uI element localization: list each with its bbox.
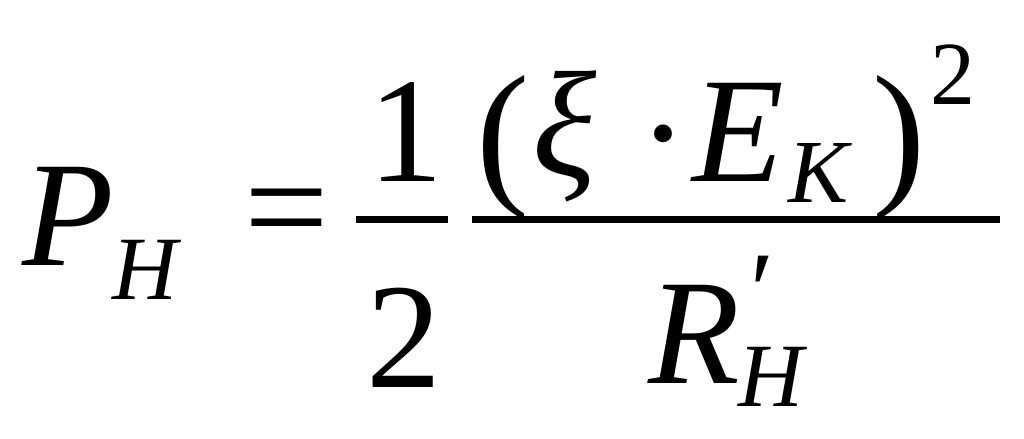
r-prime-mark: ′: [750, 230, 775, 352]
r-symbol: R: [648, 250, 740, 416]
close-parenthesis: ): [872, 43, 926, 221]
fraction-one-bar: [356, 216, 448, 223]
fraction-one-numerator: 1: [368, 48, 443, 214]
equals-sign: =: [244, 124, 329, 290]
e-symbol: E: [692, 48, 784, 214]
lhs-symbol: P: [22, 132, 114, 298]
xi-symbol: ξ: [532, 42, 597, 208]
lhs-subscript: H: [112, 220, 177, 319]
open-parenthesis: (: [476, 43, 530, 221]
e-subscript: K: [788, 123, 849, 222]
exponent: 2: [930, 25, 975, 124]
r-subscript: H: [738, 327, 803, 426]
fraction-one-denominator: 2: [366, 254, 441, 420]
multiplication-dot: ·: [638, 50, 688, 216]
fraction-two-bar: [472, 216, 1000, 223]
